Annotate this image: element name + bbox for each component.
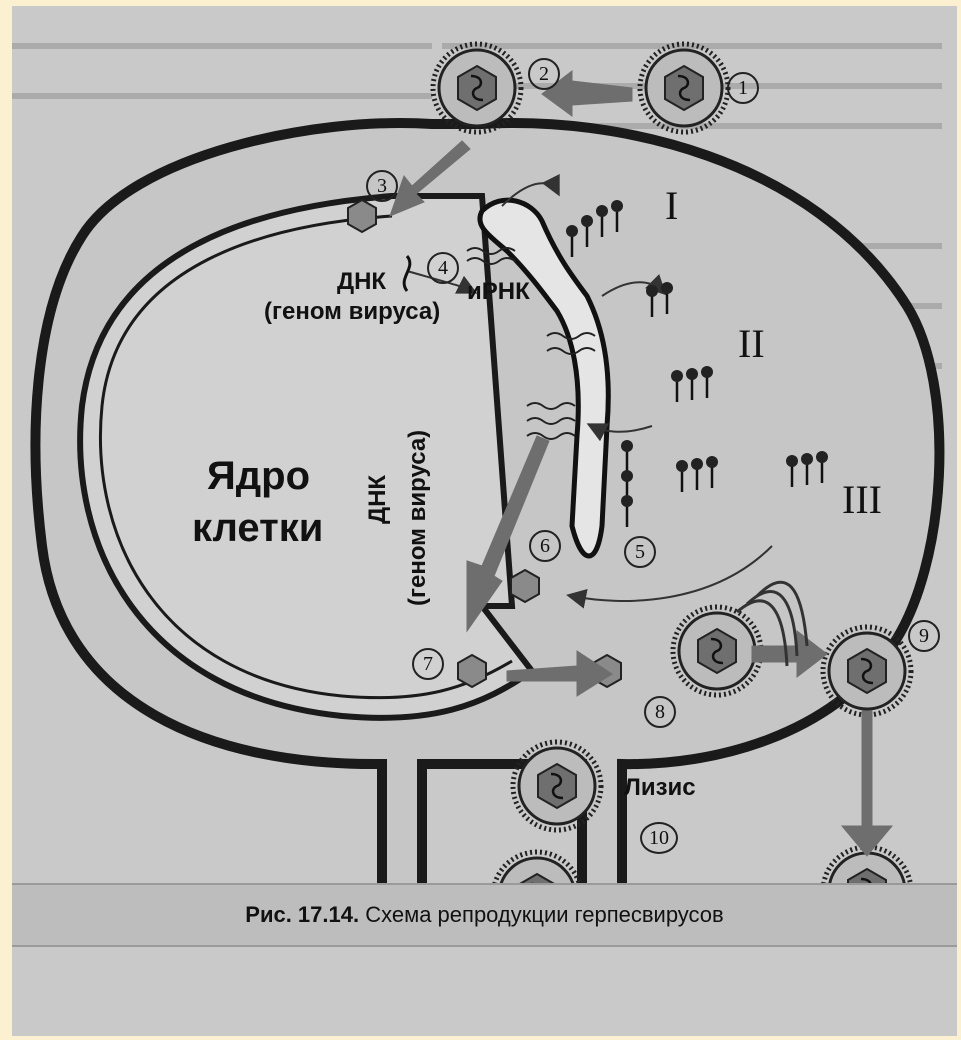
herpesvirus-reproduction-diagram bbox=[12, 6, 957, 1036]
dna-vertical-label: ДНК bbox=[364, 475, 392, 524]
capsid-7 bbox=[458, 655, 486, 687]
lysis-label: Лизис bbox=[624, 774, 696, 802]
figure-page: Ядро клетки ДНК (геном вируса) иРНК ДНК … bbox=[12, 6, 957, 1036]
step-7: 7 bbox=[412, 648, 444, 680]
step-1: 1 bbox=[727, 72, 759, 104]
stage-I: I bbox=[665, 182, 678, 229]
nucleus-label-line1: Ядро bbox=[207, 454, 310, 499]
caption-text: Схема репродукции герпесвирусов bbox=[359, 902, 724, 927]
capsid-3 bbox=[348, 200, 376, 232]
caption-bar: Рис. 17.14. Схема репродукции герпесвиру… bbox=[12, 883, 957, 947]
genome-vertical-label: (геном вируса) bbox=[404, 430, 432, 606]
mrna-label: иРНК bbox=[467, 278, 530, 306]
step-3: 3 bbox=[366, 170, 398, 202]
dna-label: ДНК bbox=[337, 268, 386, 296]
step-6: 6 bbox=[529, 530, 561, 562]
step-4: 4 bbox=[427, 252, 459, 284]
step-9: 9 bbox=[908, 620, 940, 652]
figure-caption: Рис. 17.14. Схема репродукции герпесвиру… bbox=[245, 902, 723, 928]
stage-II: II bbox=[738, 320, 765, 367]
stage-III: III bbox=[842, 476, 882, 523]
genome-label: (геном вируса) bbox=[264, 298, 440, 326]
nucleus-label-line2: клетки bbox=[192, 506, 323, 551]
capsid-6 bbox=[511, 570, 539, 602]
step-5: 5 bbox=[624, 536, 656, 568]
step-8: 8 bbox=[644, 696, 676, 728]
step-2: 2 bbox=[528, 58, 560, 90]
step-10: 10 bbox=[640, 822, 678, 854]
caption-prefix: Рис. 17.14. bbox=[245, 902, 359, 927]
virion-1 bbox=[640, 44, 728, 132]
